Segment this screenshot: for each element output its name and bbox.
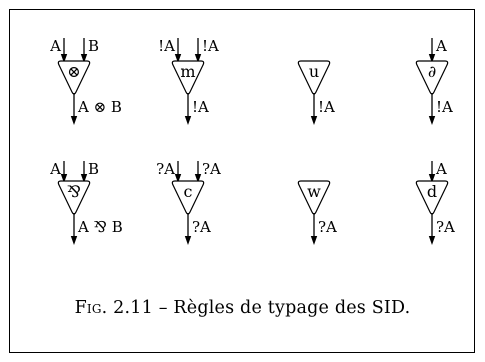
node-symbol: c [184, 182, 193, 201]
input-label-right: !A [202, 37, 219, 55]
input-wire-head [428, 54, 436, 63]
node-symbol: m [180, 62, 195, 81]
output-wire-head [310, 236, 318, 245]
input-wire-left-head [174, 174, 182, 183]
node-symbol: ⅋ [67, 182, 81, 201]
input-label-right: B [88, 37, 99, 55]
output-label: ?A [436, 218, 455, 236]
node-symbol: u [309, 62, 319, 81]
rule-m: !A !A m !A [158, 37, 219, 125]
output-label: A ⊗ B [77, 98, 122, 116]
input-wire-left-head [174, 54, 182, 63]
caption-prefix: Fig. 2.11 [74, 298, 153, 318]
figure-caption: Fig. 2.11 – Règles de typage des SID. [0, 298, 485, 318]
output-wire-head [428, 236, 436, 245]
node-symbol: w [307, 182, 321, 201]
input-label: A [435, 160, 447, 178]
output-label: ?A [318, 218, 337, 236]
output-wire-head [184, 116, 192, 125]
caption-text: Règles de typage des SID. [173, 298, 411, 318]
input-label-left: A [49, 160, 61, 178]
output-wire-head [310, 116, 318, 125]
output-label: !A [318, 98, 335, 116]
output-wire-head [70, 116, 78, 125]
output-wire-head [428, 116, 436, 125]
input-wire-right-head [80, 54, 88, 63]
input-wire-left-head [60, 174, 68, 183]
output-label: ?A [192, 218, 211, 236]
input-label-right: ?A [202, 160, 221, 178]
rule-d: Ad ?A [415, 160, 455, 245]
output-label: !A [436, 98, 453, 116]
figure-frame [9, 9, 475, 353]
rule-der: A ∂!A [415, 37, 453, 125]
input-label-left: A [49, 37, 61, 55]
rule-tensor: A B ⊗ A ⊗ B [49, 37, 122, 125]
input-label-left: !A [158, 37, 175, 55]
output-label: A ⅋ B [77, 218, 123, 236]
input-label: A [435, 37, 447, 55]
node-symbol: ∂ [428, 62, 436, 81]
rule-w: w ?A [297, 180, 337, 245]
input-label-right: B [88, 160, 99, 178]
rule-u: u !A [297, 60, 335, 125]
output-wire-head [184, 236, 192, 245]
output-label: !A [192, 98, 209, 116]
rule-par: A B ⅋ A ⅋ B [49, 160, 123, 245]
node-symbol: ⊗ [67, 62, 80, 81]
input-wire-right-head [80, 174, 88, 183]
rule-c: ?A ?A c ?A [156, 160, 221, 245]
output-wire-head [70, 236, 78, 245]
node-symbol: d [427, 182, 437, 201]
input-wire-head [428, 174, 436, 183]
caption-separator: – [158, 298, 168, 318]
input-wire-right-head [194, 54, 202, 63]
input-wire-left-head [60, 54, 68, 63]
input-wire-right-head [194, 174, 202, 183]
input-label-left: ?A [156, 160, 175, 178]
